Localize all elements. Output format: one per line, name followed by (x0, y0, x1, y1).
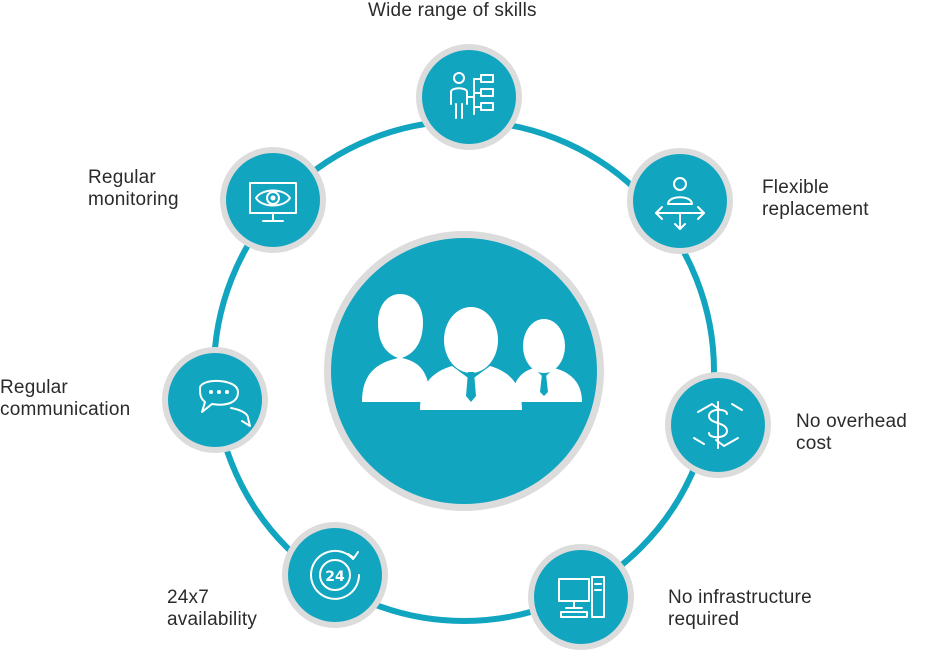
node-overhead (665, 372, 771, 478)
label-infrastructure: No infrastructure required (668, 587, 812, 630)
monitor-eye-icon (249, 182, 297, 222)
computer-icon (558, 576, 605, 618)
label-overhead: No overhead cost (796, 411, 907, 454)
node-communication (162, 347, 268, 453)
person-arrows-icon (655, 177, 705, 230)
label-skills: Wide range of skills (368, 0, 537, 21)
label-communication: Regular communication (0, 377, 131, 420)
node-skills (416, 44, 522, 150)
label-replacement: Flexible replacement (762, 177, 869, 220)
team-icon (362, 294, 582, 410)
node-infrastructure (528, 544, 634, 650)
chat-bubbles-icon (199, 380, 251, 427)
clock-24-icon: 24 (310, 549, 360, 600)
label-monitoring: Regular monitoring (88, 167, 179, 210)
svg-text:24: 24 (325, 569, 345, 585)
node-replacement (627, 148, 733, 254)
center-node (324, 231, 604, 511)
org-chart-icon (450, 72, 494, 119)
label-availability: 24x7 availability (167, 587, 258, 630)
handshake-dollar-icon (693, 401, 743, 449)
node-availability: 24 (282, 522, 388, 628)
node-monitoring (220, 147, 326, 253)
